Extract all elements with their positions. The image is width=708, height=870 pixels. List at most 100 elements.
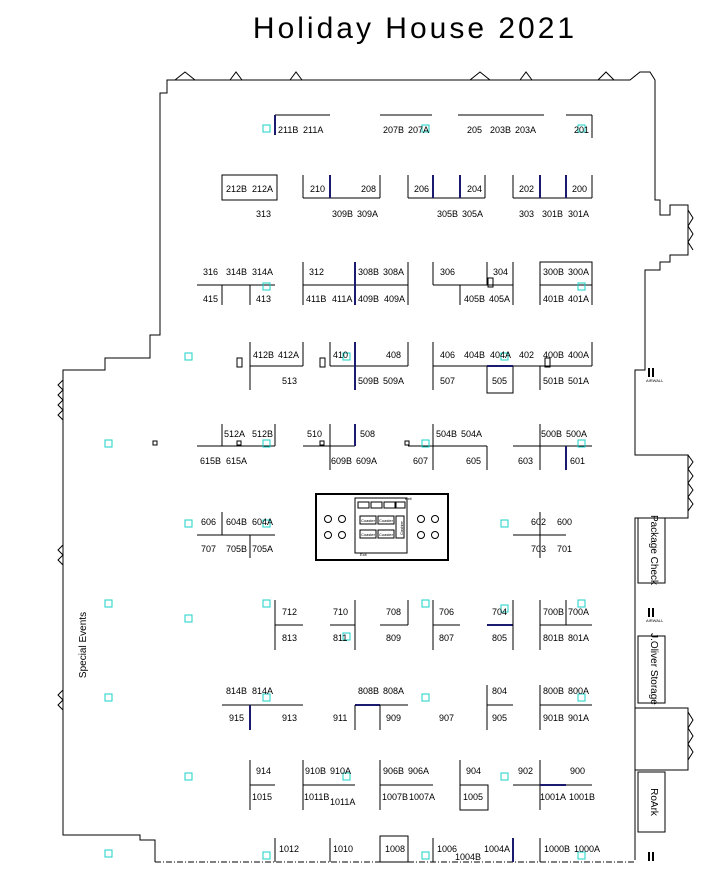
booth-label: 1006	[437, 844, 457, 854]
booth-label: 604B	[226, 517, 247, 527]
booth-label: 607	[413, 456, 428, 466]
booth-label: 303	[519, 209, 534, 219]
booth-label: 316	[203, 267, 218, 277]
booth-label: 401A	[568, 294, 589, 304]
booth-label: 807	[439, 633, 454, 643]
booth-label: 305B	[437, 209, 458, 219]
booth-label: 313	[256, 209, 271, 219]
center-bar: Coaster Coaster Coaster Coaster Cashier …	[315, 493, 449, 561]
booth-label: 513	[282, 376, 297, 386]
booth-label: 308A	[383, 267, 404, 277]
booth-label: 902	[518, 766, 533, 776]
booth-label: 701	[557, 544, 572, 554]
booth-label: 509A	[383, 376, 404, 386]
booth-label: 409A	[384, 294, 405, 304]
booth-label: 705A	[252, 544, 273, 554]
booth-label: 405B	[464, 294, 485, 304]
booth-label: 411A	[332, 294, 352, 304]
booth-label: 505	[492, 376, 507, 386]
coaster-label: Coaster	[361, 518, 376, 523]
booth-label: 1000B	[544, 844, 570, 854]
booth-label: 507	[440, 376, 455, 386]
booth-label: 305A	[462, 209, 483, 219]
booth-label: 312	[309, 267, 324, 277]
booth-label: 203A	[515, 125, 536, 135]
exit-label: Exit	[405, 496, 413, 501]
booth-label: 910A	[330, 766, 351, 776]
booth-label: 813	[282, 633, 297, 643]
booth-label: 1001A	[540, 792, 566, 802]
booth-label: 404B	[464, 350, 485, 360]
booth-label: 914	[256, 766, 271, 776]
booth-label: 300A	[568, 267, 589, 277]
booth-label: 605	[466, 456, 481, 466]
booth-label: 208	[361, 184, 376, 194]
booth-labels: 211B 211A 207B 207A 205 203B 203A 201 21…	[200, 125, 600, 862]
booth-label: 606	[201, 517, 216, 527]
booth-label: 811	[333, 633, 347, 643]
booth-label: 910B	[305, 766, 326, 776]
booth-label: 615B	[200, 456, 221, 466]
booth-label: 603	[518, 456, 533, 466]
booth-label: 205	[467, 125, 482, 135]
plan-title: Holiday House 2021	[253, 12, 577, 45]
booth-label: 705B	[226, 544, 247, 554]
j-oliver-storage-label: J.Oliver Storage	[648, 633, 659, 705]
booth-label: 400B	[543, 350, 564, 360]
booth-label: 708	[386, 607, 401, 617]
special-events-label: Special Events	[78, 612, 89, 678]
booth-label: 704	[492, 607, 507, 617]
booth-label: 306	[440, 267, 455, 277]
booth-label: 602	[531, 517, 546, 527]
booth-label: 1010	[333, 844, 353, 854]
booth-label: 712	[282, 607, 297, 617]
booth-label: 604A	[252, 517, 273, 527]
booth-label: 211A	[303, 125, 323, 135]
booth-label: 1004B	[455, 852, 481, 862]
booth-label: 504A	[461, 429, 482, 439]
booth-label: 510	[307, 429, 322, 439]
booth-label: 206	[414, 184, 429, 194]
booth-label: 800A	[568, 686, 589, 696]
booth-label: 913	[282, 713, 297, 723]
booth-label: 402	[519, 350, 534, 360]
booth-label: 1012	[279, 844, 299, 854]
booth-label: 905	[492, 713, 507, 723]
booth-label: 509B	[358, 376, 379, 386]
booth-label: 300B	[543, 267, 564, 277]
airwalls: AIRWALL AIRWALL	[646, 368, 664, 861]
booth-label: 409B	[358, 294, 379, 304]
booth-label: 405A	[489, 294, 510, 304]
booth-label: 1015	[252, 792, 272, 802]
booth-label: 411B	[306, 294, 326, 304]
outer-walls	[57, 71, 694, 863]
booth-label: 809	[386, 633, 401, 643]
booth-label: 801A	[568, 633, 589, 643]
booth-label: 207A	[408, 125, 429, 135]
booth-label: 309B	[332, 209, 353, 219]
booth-label: 1005	[463, 792, 483, 802]
booth-label: 200	[572, 184, 587, 194]
booth-label: 212A	[252, 184, 273, 194]
booth-label: 412A	[278, 350, 299, 360]
booth-label: 911	[333, 713, 347, 723]
booth-label: 1001B	[569, 792, 595, 802]
booth-label: 1007B	[382, 792, 408, 802]
cashier-label: Cashier	[399, 520, 404, 534]
booth-label: 601	[570, 456, 585, 466]
booth-label: 314A	[252, 267, 273, 277]
booth-label: 400A	[568, 350, 589, 360]
booth-label: 203B	[490, 125, 511, 135]
booth-label: 909	[386, 713, 401, 723]
booth-label: 501A	[568, 376, 589, 386]
booth-label: 504B	[436, 429, 457, 439]
booth-label: 1011B	[304, 792, 329, 802]
booth-label: 901A	[568, 713, 589, 723]
roark-label: RoArk	[648, 788, 659, 817]
markers	[104, 124, 586, 860]
booth-label: 301B	[542, 209, 563, 219]
booth-label: 512A	[224, 429, 245, 439]
booth-label: 703	[531, 544, 546, 554]
booth-label: 309A	[357, 209, 378, 219]
